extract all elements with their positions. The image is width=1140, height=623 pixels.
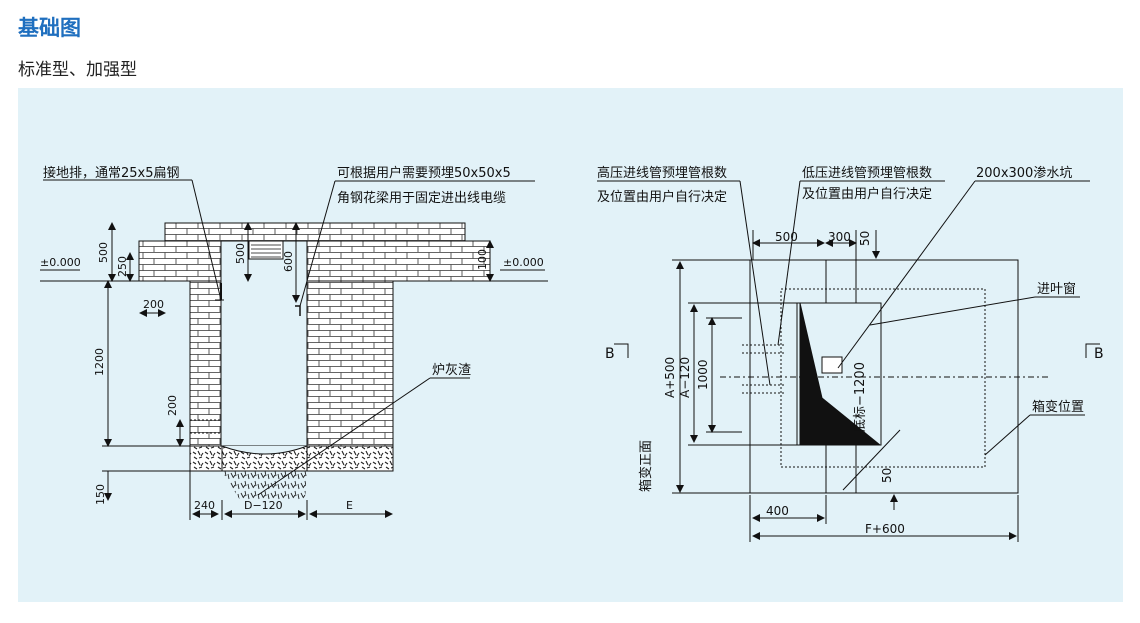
label-angle-steel-2: 角钢花梁用于固定进出线电缆 [337,190,506,206]
dim-600: 600 [282,251,295,272]
dim-100: 100 [476,249,489,270]
dim-50-bottom: 50 [880,468,894,483]
label-hv-1: 高压进线管预埋管根数 [597,165,727,181]
plan-view [614,259,1100,494]
label-louver: 进叶窗 [1037,281,1076,297]
dim-d120: D−120 [244,499,283,512]
label-box-front: 箱变正面 [638,440,654,492]
page-title: 基础图 [18,16,81,40]
right-leaders [597,180,1090,491]
level-right: ±0.000 [503,256,544,269]
section-elevation [40,222,548,500]
right-dimensions [672,230,1019,542]
label-ground-bar: 接地排，通常25x5扁钢 [43,165,180,181]
dim-240: 240 [194,499,215,512]
label-box-position: 箱变位置 [1032,399,1084,415]
black-wedge [799,302,882,446]
dim-300-plan: 300 [828,230,851,244]
dim-50-top: 50 [858,231,872,246]
left-pit-wall [189,280,222,447]
right-top-wall [306,240,491,282]
dim-1000: 1000 [696,359,710,390]
dim-f600: F+600 [865,522,905,536]
dim-200-a: 200 [143,298,164,311]
left-leaders [40,179,545,496]
label-angle-steel-1: 可根据用户需要预埋50x50x5 [337,165,511,181]
dim-500-plan: 500 [775,230,798,244]
right-pit-wall [306,280,394,447]
pit-neck-top [825,259,857,304]
dim-500-a: 500 [97,242,110,263]
dim-a120: A−120 [678,357,692,398]
level-left: ±0.000 [40,256,81,269]
dim-e: E [346,499,353,512]
dim-150: 150 [94,484,107,505]
label-base-level: 底标−1200 [852,362,868,432]
label-slag: 炉灰渣 [432,363,471,378]
vent-grille [248,240,284,260]
dim-250: 250 [116,256,129,277]
page-subtitle: 标准型、加强型 [18,60,137,80]
pit-neck-bottom [825,444,857,494]
label-pit: 200x300渗水坑 [976,166,1072,181]
top-slab-wall [164,222,466,242]
dim-400: 400 [766,504,789,518]
left-dimensions [102,222,494,520]
section-b-right: B [1094,346,1104,362]
slag-fill [222,471,307,500]
label-lv-2: 及位置由用户自行决定 [802,186,932,202]
label-hv-2: 及位置由用户自行决定 [597,189,727,205]
section-b-left: B [605,346,615,362]
left-step-wall [138,240,222,282]
dim-1200: 1200 [93,348,106,376]
dim-200-b: 200 [166,395,179,416]
drain-pit [821,356,843,374]
dim-a500: A+500 [663,357,677,398]
label-lv-1: 低压进线管预埋管根数 [802,166,932,181]
dim-500-b: 500 [234,243,247,264]
pit-outline [780,288,986,468]
